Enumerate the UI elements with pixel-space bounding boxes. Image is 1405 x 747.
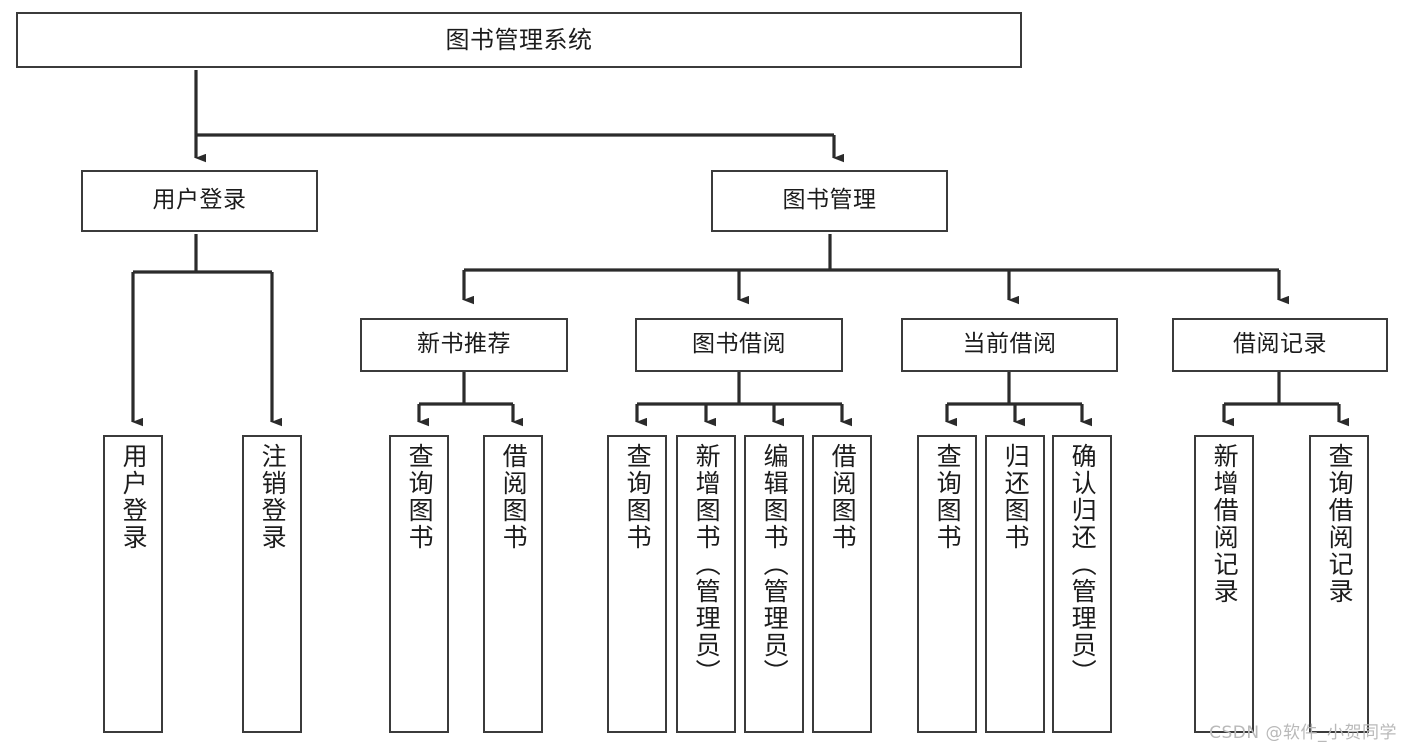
node-borrow-record-label: 借阅记录 (1233, 331, 1327, 358)
node-leaf-edit-book[interactable]: 编辑图书（管理员） (744, 435, 804, 733)
node-leaf-logout[interactable]: 注销登录 (242, 435, 302, 733)
node-book-borrow[interactable]: 图书借阅 (635, 318, 843, 372)
node-leaf-query-book-1[interactable]: 查询图书 (389, 435, 449, 733)
node-leaf-borrow-book-2[interactable]: 借阅图书 (812, 435, 872, 733)
node-borrow-record[interactable]: 借阅记录 (1172, 318, 1388, 372)
node-leaf-return-book-label: 归还图书 (1001, 443, 1031, 551)
node-leaf-return-book[interactable]: 归还图书 (985, 435, 1045, 733)
node-leaf-query-book-2-label: 查询图书 (623, 443, 653, 551)
node-leaf-query-book-3-label: 查询图书 (933, 443, 963, 551)
node-leaf-add-book[interactable]: 新增图书（管理员） (676, 435, 736, 733)
node-leaf-query-book-3[interactable]: 查询图书 (917, 435, 977, 733)
node-leaf-query-record-label: 查询借阅记录 (1325, 443, 1355, 605)
node-current-borrow-label: 当前借阅 (962, 331, 1057, 358)
node-leaf-add-record[interactable]: 新增借阅记录 (1194, 435, 1254, 733)
node-new-book-rec[interactable]: 新书推荐 (360, 318, 568, 372)
node-leaf-user-login[interactable]: 用户登录 (103, 435, 163, 733)
node-leaf-add-record-label: 新增借阅记录 (1210, 443, 1240, 605)
node-leaf-query-record[interactable]: 查询借阅记录 (1309, 435, 1369, 733)
node-root[interactable]: 图书管理系统 (16, 12, 1022, 68)
node-current-borrow[interactable]: 当前借阅 (901, 318, 1118, 372)
node-leaf-query-book-2[interactable]: 查询图书 (607, 435, 667, 733)
node-leaf-borrow-book-2-label: 借阅图书 (828, 443, 858, 551)
node-leaf-confirm-return[interactable]: 确认归还（管理员） (1052, 435, 1112, 733)
node-leaf-borrow-book-1[interactable]: 借阅图书 (483, 435, 543, 733)
node-root-label: 图书管理系统 (445, 25, 593, 54)
node-leaf-add-book-label: 新增图书（管理员） (692, 443, 722, 686)
node-book-manage-label: 图书管理 (782, 187, 877, 214)
node-new-book-rec-label: 新书推荐 (417, 331, 511, 358)
node-leaf-confirm-return-label: 确认归还（管理员） (1068, 443, 1098, 686)
node-leaf-query-book-1-label: 查询图书 (405, 443, 435, 551)
node-leaf-edit-book-label: 编辑图书（管理员） (760, 443, 790, 686)
node-user-login-label: 用户登录 (152, 187, 247, 214)
node-leaf-user-login-label: 用户登录 (119, 443, 149, 551)
node-user-login[interactable]: 用户登录 (81, 170, 318, 232)
node-leaf-logout-label: 注销登录 (258, 443, 288, 551)
node-book-borrow-label: 图书借阅 (692, 331, 786, 358)
node-book-manage[interactable]: 图书管理 (711, 170, 948, 232)
node-leaf-borrow-book-1-label: 借阅图书 (499, 443, 529, 551)
